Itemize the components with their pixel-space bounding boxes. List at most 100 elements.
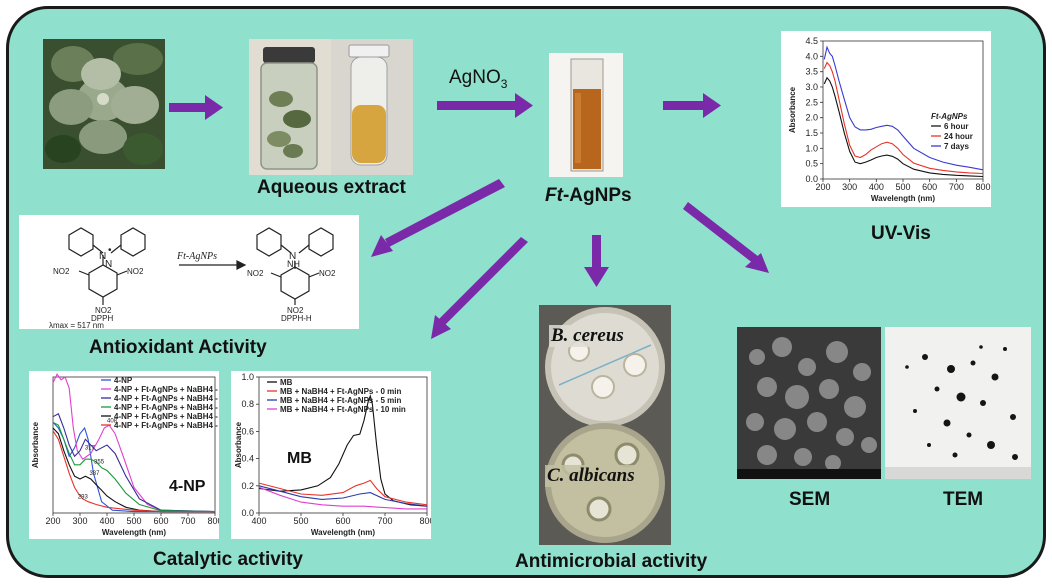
antimicrobial-label: Antimicrobial activity [515,551,708,572]
reaction-arrow-label: Ft-AgNPs [176,251,217,262]
legend-entry: MB + NaBH4 + Ft-AgNPs - 5 min [280,396,401,405]
x-tick-label: 500 [293,516,308,526]
legend-entry: 7 days [944,142,969,151]
x-tick-label: 400 [869,182,884,192]
svg-text:N: N [105,259,112,270]
series-line-2 [52,413,216,513]
tem-label: TEM [943,489,984,510]
series-line-3 [258,486,427,510]
x-tick-label: 200 [45,516,60,526]
series-line-5 [52,430,215,513]
antioxidant-label: Antioxidant Activity [89,337,267,358]
legend-entry: MB [280,378,293,387]
agno3-label: AgNO3 [449,67,507,91]
uvvis-label: UV-Vis [871,223,931,244]
agnps-cuvette-photo [549,53,623,177]
legend-entry: MB + NaBH4 + Ft-AgNPs - 10 min [280,405,406,414]
y-tick-label: 3.0 [805,82,818,92]
legend-entry: 4-NP + Ft-AgNPs + NaBH4 - 12 min [114,421,219,430]
series-line-0 [823,76,984,178]
no2-label: NO2 [319,269,336,278]
y-tick-label: 1.0 [241,372,254,382]
aqueous-extract-label: Aqueous extract [257,177,406,198]
x-tick-label: 800 [207,516,219,526]
legend-entry: 6 hour [944,122,968,131]
extract-photo [249,39,413,175]
mb-chart: 4005006007008000.00.20.40.60.81.0Wavelen… [231,371,431,539]
dpph-label: DPPH [91,314,113,323]
y-axis-label: Absorbance [788,86,797,133]
catalytic-label: Catalytic activity [153,549,303,570]
series-line-2 [823,45,984,171]
y-tick-label: 4.5 [805,36,818,46]
y-tick-label: 0.6 [241,426,254,436]
agno3-text: AgNO [449,67,501,88]
x-tick-label: 300 [72,516,87,526]
arrow-agnps-to-catalytic [431,237,528,339]
legend-entry: 4-NP + Ft-AgNPs + NaBH4 - 8 min [114,412,219,421]
series-line-4 [52,427,215,513]
no2-label: NO2 [95,306,112,315]
antimicrobial-plates-photo: B. cereus C. albicans [539,305,671,545]
arrow-extract-to-agnps [437,93,533,118]
no2-label: NO2 [287,306,304,315]
x-axis-label: Wavelength (nm) [871,194,935,203]
svg-text:•: • [108,245,112,256]
y-tick-label: 0.2 [241,481,254,491]
legend-title: Ft-AgNPs [931,112,968,121]
y-tick-label: 0.8 [241,399,254,409]
y-tick-label: 1.0 [805,143,818,153]
svg-text:NH: NH [287,259,300,269]
arrow-agnps-to-uvvis [663,93,721,118]
x-axis-label: Wavelength (nm) [311,528,375,537]
legend-entry: MB + NaBH4 + Ft-AgNPs - 0 min [280,387,401,396]
x-tick-label: 800 [975,182,990,192]
ft-rest: -AgNPs [562,185,632,206]
agno3-subscript: 3 [500,76,508,91]
x-tick-label: 400 [251,516,266,526]
peak-annotation: 293 [78,494,89,500]
arrow-agnps-to-sem-tem [683,202,769,273]
series-line-1 [823,61,984,175]
series-line-3 [52,421,216,513]
y-axis-label: Absorbance [234,421,243,468]
legend-entry: 4-NP [114,376,133,385]
y-tick-label: 0.5 [805,159,818,169]
x-tick-label: 600 [335,516,350,526]
y-axis-label: Absorbance [31,421,40,468]
svg-text:N: N [99,251,106,262]
sem-label: SEM [789,489,831,510]
y-tick-label: 2.0 [805,113,818,123]
series-line-1 [258,479,428,506]
arrow-plant-to-extract [169,95,223,120]
dpph-h-label: DPPH-H [281,314,312,323]
legend-entry: 4-NP + Ft-AgNPs + NaBH4 - 4 min [114,403,219,412]
y-tick-label: 2.5 [805,97,818,107]
flow-arrows [169,93,769,339]
lambda-max-label: λmax = 517 nm [49,321,104,329]
x-tick-label: 300 [842,182,857,192]
legend-entry: 4-NP + Ft-AgNPs + NaBH4 - 2 min [114,394,219,403]
no2-label: NO2 [127,267,144,276]
x-tick-label: 600 [922,182,937,192]
peak-annotation: 337 [89,471,100,477]
arrow-agnps-to-antioxidant [371,179,505,257]
x-tick-label: 800 [419,516,431,526]
legend-entry: 24 hour [944,132,973,141]
y-tick-label: 0.0 [805,174,818,184]
peak-annotation: 408 [107,418,118,424]
sem-image [737,327,881,479]
x-tick-label: 700 [377,516,392,526]
b-cereus-label: B. cereus [549,325,626,347]
x-tick-label: 700 [949,182,964,192]
ft-agnps-label: Ft-AgNPs [545,185,632,207]
ft-italic: Ft [545,185,563,206]
x-tick-label: 700 [180,516,195,526]
no2-label: NO2 [247,269,264,278]
arrow-agnps-to-antimicrobial [584,235,609,287]
legend-entry: 4-NP + Ft-AgNPs + NaBH4 - 0 min [114,385,219,394]
x-tick-label: 600 [153,516,168,526]
chart-title: MB [287,450,312,467]
